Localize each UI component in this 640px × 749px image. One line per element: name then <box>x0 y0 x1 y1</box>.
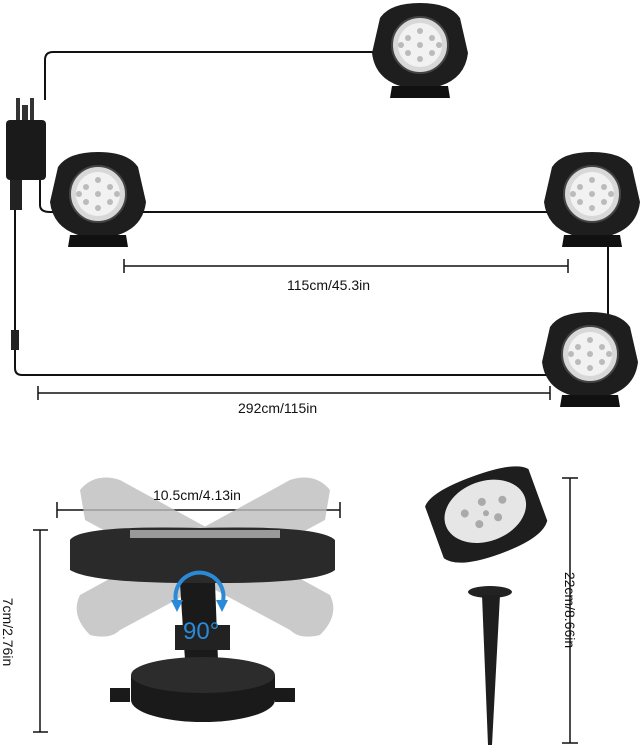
total-length-label: 292cm/115in <box>238 400 318 416</box>
head-height-label: 7cm/2.76in <box>0 597 17 667</box>
rotation-arrow-icon <box>173 570 226 606</box>
light-top <box>371 2 469 99</box>
tilt-angle-label: 90° <box>183 618 220 645</box>
stake-height-label: 22cm/8.66in <box>562 571 579 649</box>
tilting-light-detail <box>70 477 335 722</box>
light-left <box>49 151 147 248</box>
light-right <box>543 151 640 248</box>
stake-light-detail <box>425 466 548 745</box>
cables <box>14 51 609 376</box>
light-bottom-right <box>541 311 639 408</box>
power-adapter <box>6 98 46 350</box>
head-width-label: 10.5cm/4.13in <box>153 487 241 503</box>
spacing-label: 115cm/45.3in <box>287 277 371 293</box>
